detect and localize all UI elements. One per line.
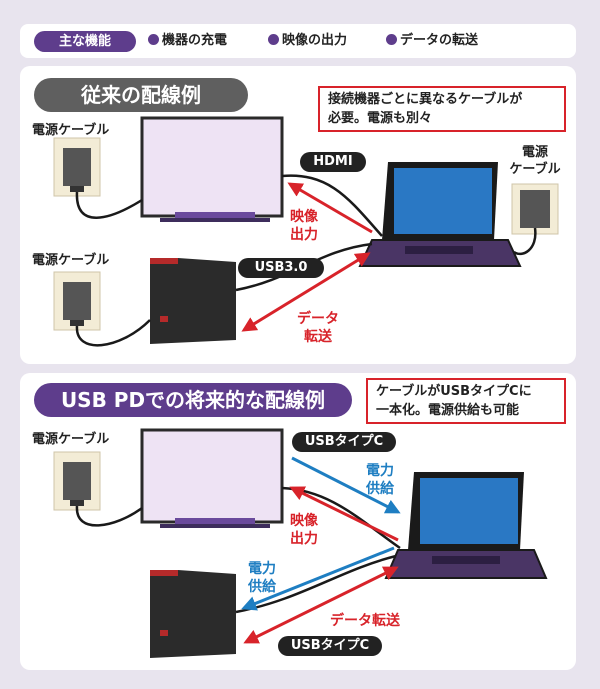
legend-item-video: 映像の出力 bbox=[268, 32, 347, 50]
conventional-note: 接続機器ごとに異なるケーブルが 必要。電源も別々 bbox=[318, 86, 566, 132]
power-adapter-icon bbox=[53, 137, 101, 197]
laptop-icon bbox=[384, 472, 548, 579]
usb30-cable-tag: USB3.0 bbox=[238, 258, 324, 278]
power-supply-monitor-label: 電力 供給 bbox=[366, 463, 394, 497]
monitor-power-cable-label: 電源ケーブル bbox=[32, 123, 110, 138]
external-hdd-icon bbox=[150, 570, 236, 658]
bullet-icon bbox=[268, 34, 279, 45]
hdmi-cable-tag: HDMI bbox=[300, 152, 366, 172]
video-output-label: 映像 出力 bbox=[290, 209, 318, 243]
video-output-label: 映像 出力 bbox=[290, 513, 318, 547]
conventional-title: 従来の配線例 bbox=[34, 78, 248, 112]
monitor-icon bbox=[140, 116, 284, 222]
power-adapter-icon bbox=[53, 271, 101, 331]
monitor-icon bbox=[140, 428, 284, 528]
legend-title: 主な機能 bbox=[34, 31, 136, 52]
usb-pd-title: USB PDでの将来的な配線例 bbox=[34, 383, 352, 417]
power-supply-hdd-label: 電力 供給 bbox=[248, 561, 276, 595]
bullet-icon bbox=[148, 34, 159, 45]
legend-item-data: データの転送 bbox=[386, 32, 478, 50]
hdd-power-cable-label: 電源ケーブル bbox=[32, 253, 110, 268]
power-adapter-icon bbox=[53, 451, 101, 511]
usbc-cable-tag-top: USBタイプC bbox=[292, 432, 396, 452]
legend-bar: 主な機能 機器の充電 映像の出力 データの転送 bbox=[20, 24, 576, 58]
usbc-cable-tag-bottom: USBタイプC bbox=[278, 636, 382, 656]
external-hdd-icon bbox=[150, 258, 236, 344]
laptop-icon bbox=[358, 162, 522, 267]
usb-pd-note: ケーブルがUSBタイプCに 一本化。電源供給も可能 bbox=[366, 378, 566, 424]
data-transfer-label: データ 転送 bbox=[297, 311, 339, 345]
bullet-icon bbox=[386, 34, 397, 45]
legend-item-charging: 機器の充電 bbox=[148, 32, 227, 50]
laptop-power-cable-label: 電源 ケーブル bbox=[509, 145, 561, 177]
power-adapter-icon bbox=[511, 183, 559, 235]
data-transfer-label: データ転送 bbox=[330, 613, 400, 629]
monitor-power-cable-label: 電源ケーブル bbox=[32, 432, 110, 447]
